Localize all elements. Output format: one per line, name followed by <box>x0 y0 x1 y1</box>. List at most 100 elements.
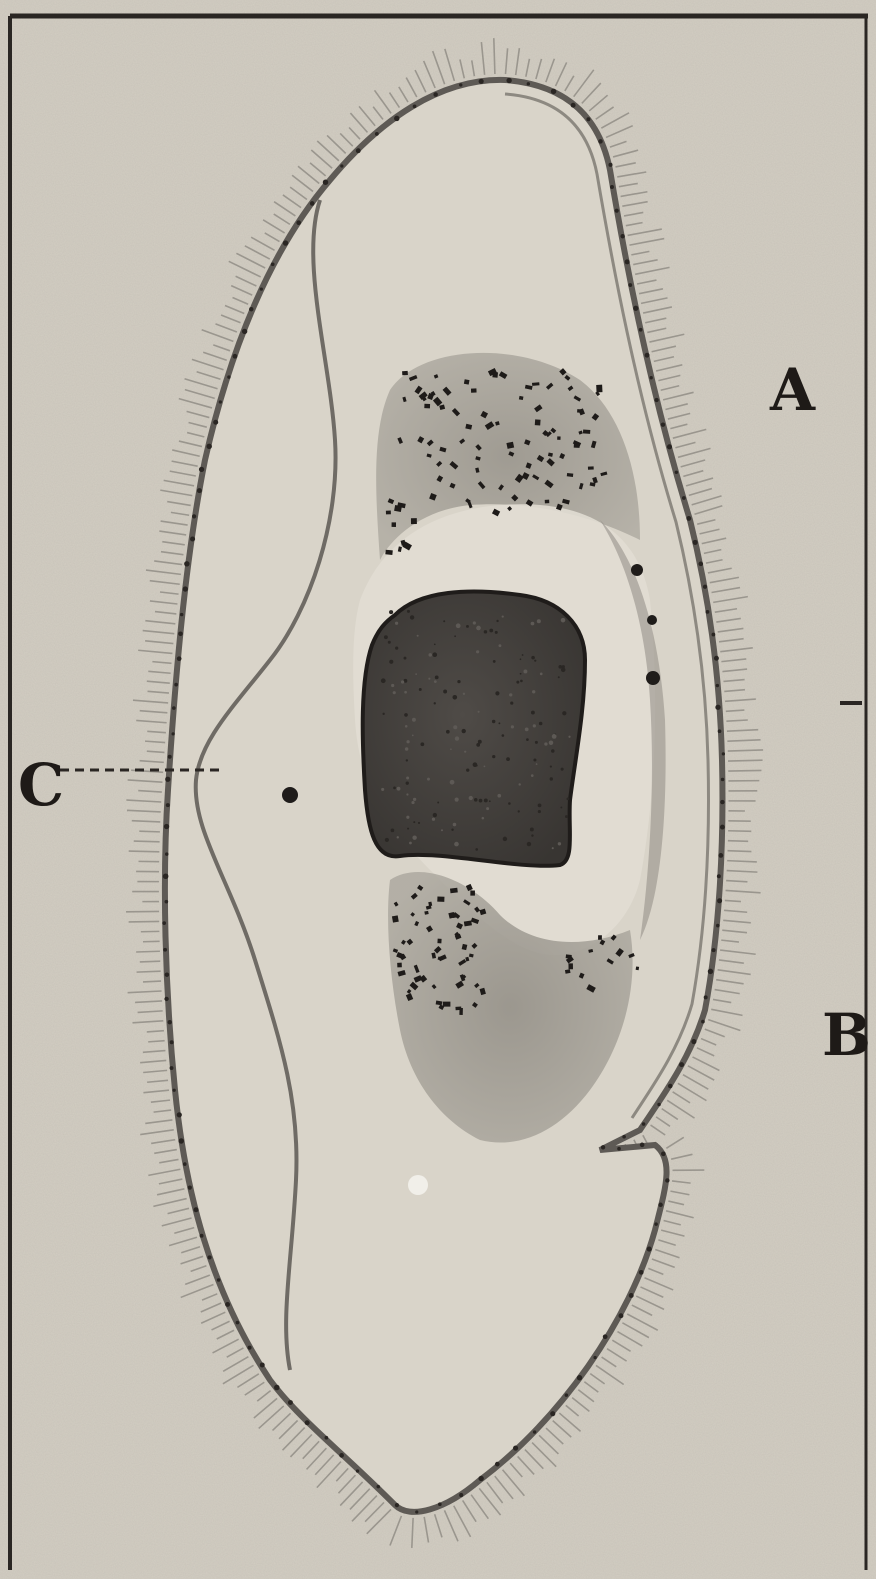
pellicle-granule <box>260 1362 265 1367</box>
nucleus-speckle <box>492 755 495 758</box>
pellicle-granule <box>629 1293 634 1298</box>
pellicle-granule <box>715 705 720 710</box>
nucleus-speckle <box>404 657 407 660</box>
nucleus-speckle <box>484 798 488 802</box>
nucleus-speckle <box>509 693 512 696</box>
pellicle-granule <box>227 375 230 378</box>
cilium <box>129 851 160 852</box>
nucleus-speckle <box>405 725 408 728</box>
granule-dot-right-2 <box>647 615 657 625</box>
pellicle-granule <box>593 1356 596 1359</box>
nucleus-speckle <box>525 727 529 731</box>
pellicle-granule <box>661 422 665 426</box>
nucleus-speckle <box>434 644 436 646</box>
pellicle-granule <box>657 1103 660 1106</box>
pellicle-granule <box>165 900 169 904</box>
granule <box>636 966 640 970</box>
pellicle-granule <box>163 873 169 879</box>
nucleus-speckle <box>455 736 459 740</box>
pellicle-granule <box>642 1122 646 1126</box>
nucleus-speckle <box>552 847 554 849</box>
nucleus-speckle <box>433 813 437 817</box>
pellicle-granule <box>551 89 556 94</box>
nucleus-speckle <box>550 765 552 767</box>
nucleus-speckle <box>454 842 459 847</box>
nucleus-speckle <box>384 635 388 639</box>
granule <box>450 888 458 894</box>
granule <box>385 550 392 555</box>
nucleus-speckle <box>508 802 511 805</box>
nucleus-speckle <box>469 796 473 800</box>
nucleus-speckle <box>478 711 480 713</box>
nucleus-speckle <box>393 786 396 789</box>
nucleus-speckle <box>497 794 501 798</box>
nucleus-speckle <box>413 798 416 801</box>
nucleus-speckle <box>484 630 487 633</box>
pellicle-granule <box>459 83 462 86</box>
nucleus-speckle <box>382 713 384 715</box>
pellicle-granule <box>177 656 182 661</box>
cilium <box>143 981 161 982</box>
nucleus-speckle <box>476 743 480 747</box>
granule <box>411 518 417 524</box>
pellicle-granule <box>413 104 417 108</box>
pellicle-granule <box>166 803 170 807</box>
pellicle-granule <box>415 1510 418 1513</box>
nucleus-speckle <box>506 757 510 761</box>
pellicle-granule <box>550 1411 555 1416</box>
nucleus-speckle <box>476 650 479 653</box>
nucleus-speckle <box>455 798 459 802</box>
nucleus-speckle <box>456 623 461 628</box>
pellicle-granule <box>610 185 614 189</box>
nucleus-speckle <box>531 622 535 626</box>
nucleus-speckle <box>453 823 457 827</box>
pellicle-granule <box>260 287 263 290</box>
pellicle-granule <box>225 1302 230 1307</box>
pellicle-granule <box>712 633 716 637</box>
nucleus-speckle <box>462 729 466 733</box>
nucleus-speckle <box>464 751 466 753</box>
cilium <box>728 750 763 751</box>
nucleus-speckle <box>381 788 384 791</box>
nucleus-speckle <box>473 621 476 624</box>
pellicle-granule <box>236 1321 240 1325</box>
pellicle-granule <box>188 1186 192 1190</box>
nucleus-speckle <box>389 660 393 664</box>
vacuole-highlight <box>408 1175 428 1195</box>
granule <box>437 939 441 944</box>
pellicle-granule <box>165 852 168 855</box>
pellicle-granule <box>667 444 672 449</box>
cilium <box>136 951 160 952</box>
nucleus-speckle <box>493 660 496 663</box>
pellicle-granule <box>271 262 275 266</box>
pellicle-granule <box>703 585 707 589</box>
pellicle-granule <box>628 283 632 287</box>
cilium <box>728 760 763 761</box>
pellicle-granule <box>438 1502 442 1506</box>
nucleus-speckle <box>432 818 435 821</box>
granule <box>443 1002 451 1007</box>
nucleus-speckle <box>407 828 409 830</box>
pellicle-granule <box>722 752 725 755</box>
nucleus-speckle <box>397 787 401 791</box>
pellicle-granule <box>164 997 168 1001</box>
micronucleus-dot <box>282 787 298 803</box>
pellicle-granule <box>478 1476 483 1481</box>
pellicle-granule <box>274 1385 280 1391</box>
pellicle-granule <box>340 164 343 167</box>
nucleus-speckle <box>527 842 531 846</box>
nucleus-speckle <box>432 652 437 657</box>
granule <box>557 436 560 440</box>
nucleus-speckle <box>385 838 389 842</box>
pellicle-granule <box>288 1400 293 1405</box>
nucleus-speckle <box>451 829 453 831</box>
nucleus-speckle <box>474 798 478 802</box>
granule <box>598 935 602 940</box>
granule <box>567 473 574 477</box>
cilium <box>494 38 495 74</box>
pellicle-granule <box>459 1493 463 1497</box>
nucleus-speckle <box>412 734 414 736</box>
pellicle-granule <box>395 1503 399 1507</box>
pellicle-granule <box>249 307 253 311</box>
